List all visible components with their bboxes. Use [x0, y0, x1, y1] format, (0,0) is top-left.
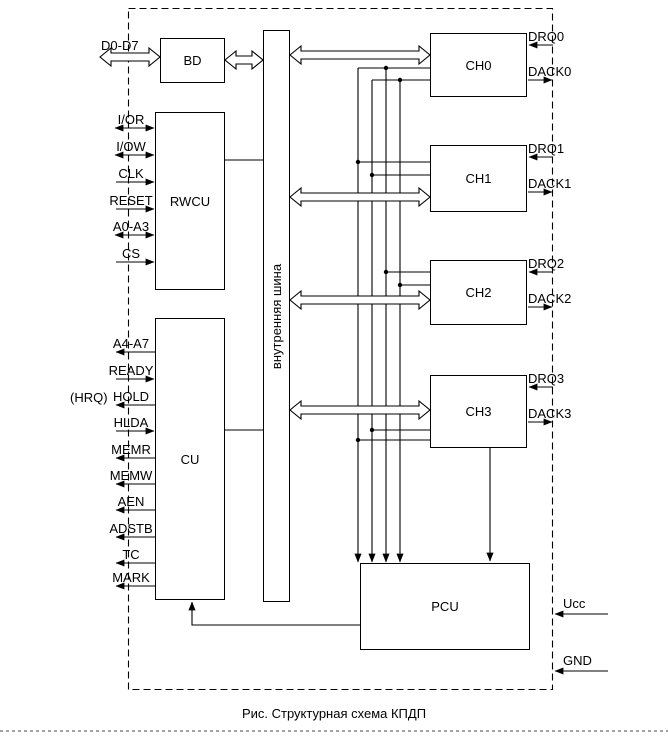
- block-ch2: CH2: [430, 260, 527, 325]
- block-ch3: CH3: [430, 375, 527, 448]
- pin-label-drq2: DRQ2: [528, 256, 565, 271]
- pin-label-ready: READY: [108, 363, 154, 378]
- pin-label-drq0: DRQ0: [528, 29, 565, 44]
- bus-ch2-arrow: [289, 289, 431, 311]
- block-internal-bus: внутренняя шина: [263, 30, 290, 602]
- right-pin-wires: [528, 41, 608, 675]
- block-bd: BD: [160, 38, 225, 83]
- block-rwcu-label: RWCU: [169, 193, 211, 209]
- junction-dot: [397, 282, 403, 288]
- bd-bus-arrow: [224, 49, 264, 71]
- figure-caption: Рис. Структурная схема КПДП: [241, 706, 427, 721]
- pin-label-aen: AEN: [117, 494, 145, 509]
- block-ch0-label: CH0: [465, 57, 492, 73]
- pin-label-cs: CS: [121, 246, 141, 261]
- pin-label-hlda: HLDA: [113, 415, 149, 430]
- pin-label-dack1: DACK1: [528, 176, 572, 191]
- pin-label-iow: I/OW: [116, 139, 146, 154]
- pin-label-tc: TC: [122, 547, 140, 562]
- block-internal-bus-label: внутренняя шина: [269, 263, 284, 369]
- pin-label-memr: MEMR: [111, 442, 151, 457]
- block-ch0: CH0: [430, 33, 527, 97]
- block-ch3-label: CH3: [465, 404, 492, 419]
- bus-ch0-arrow: [289, 44, 431, 66]
- pin-label-d0-d7: D0-D7: [101, 38, 139, 53]
- junction-dot: [355, 159, 361, 165]
- pin-label-ior: I/OR: [117, 112, 145, 127]
- block-pcu-label: PCU: [431, 599, 459, 614]
- block-rwcu: RWCU: [155, 112, 225, 290]
- junction-dots: [355, 65, 403, 443]
- block-bd-label: BD: [183, 53, 202, 68]
- block-ch1: CH1: [430, 145, 527, 212]
- block-pcu: PCU: [360, 563, 530, 650]
- pin-label-memw: MEMW: [109, 468, 153, 483]
- block-cu: CU: [155, 318, 225, 600]
- pin-label-hrq: (HRQ): [70, 390, 108, 405]
- pin-label-reset: RESET: [109, 193, 153, 208]
- pin-label-clk: CLK: [118, 166, 144, 181]
- pin-label-dack2: DACK2: [528, 291, 572, 306]
- wire-pcu-cu-feedback: [188, 601, 360, 626]
- pin-label-drq3: DRQ3: [528, 371, 565, 386]
- pin-label-gnd: GND: [563, 653, 592, 668]
- pin-label-ucc: Ucc: [563, 596, 586, 611]
- junction-dot: [397, 77, 403, 83]
- pin-label-dack3: DACK3: [528, 406, 572, 421]
- pin-label-adstb: ADSTB: [109, 521, 153, 536]
- chip-boundary: [127, 7, 554, 691]
- junction-dot: [369, 172, 375, 178]
- block-ch1-label: CH1: [465, 171, 492, 186]
- pin-label-drq1: DRQ1: [528, 141, 565, 156]
- bus-ch1-arrow: [289, 186, 431, 208]
- junction-dot: [369, 427, 375, 433]
- internal-wires: [188, 67, 494, 626]
- junction-dot: [383, 65, 389, 71]
- pin-label-mark: MARK: [112, 570, 150, 585]
- pin-label-dack0: DACK0: [528, 64, 572, 79]
- pin-label-hold: HOLD: [112, 389, 150, 404]
- block-cu-label: CU: [180, 451, 200, 467]
- junction-dot: [383, 269, 389, 275]
- bus-arrows: [99, 44, 431, 421]
- block-ch2-label: CH2: [465, 285, 492, 300]
- bus-ch3-arrow: [289, 399, 431, 421]
- left-pin-wires: [114, 124, 155, 590]
- junction-dot: [355, 437, 361, 443]
- pin-label-a4-a7: A4-A7: [112, 336, 150, 351]
- pin-label-a0-a3: A0-A3: [112, 219, 150, 234]
